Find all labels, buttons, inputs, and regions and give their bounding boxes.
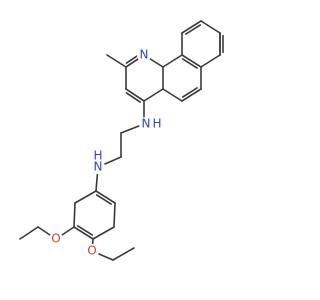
oxygen-label-a-background xyxy=(85,244,99,258)
amine-hydrogen-top-label-background xyxy=(152,119,162,129)
ring-nitrogen-label: N xyxy=(140,48,149,62)
bond-a22-a23 xyxy=(92,226,115,240)
bond-double-a1-a6 xyxy=(185,24,202,35)
bond-a12-a16 xyxy=(106,54,127,68)
amine-hydrogen-bottom-label-background xyxy=(93,151,103,161)
ring-nitrogen-label-background xyxy=(137,48,151,62)
bond-a14-a9 xyxy=(143,88,164,102)
bond-a25-a20 xyxy=(74,190,97,204)
bond-double-a2-a3 xyxy=(181,58,198,69)
bond-a10-a2 xyxy=(162,54,183,68)
bond-a2-a3 xyxy=(181,54,202,68)
amine-nitrogen-top-label-background xyxy=(139,117,153,131)
bond-a21-a22 xyxy=(113,202,116,228)
bond-a8-a9 xyxy=(162,88,183,102)
bond-a7-a8 xyxy=(181,88,202,102)
bond-a13-a14 xyxy=(125,88,145,102)
amine-nitrogen-bottom-label-background xyxy=(91,160,105,174)
bond-a3-a4 xyxy=(200,54,221,68)
bond-a1-a6 xyxy=(181,20,202,34)
amine-nitrogen-top-label: N xyxy=(142,117,151,131)
bond-double-a7-a8 xyxy=(181,87,198,98)
bond-double-a13-a14 xyxy=(125,92,141,103)
oxygen-label-b: O xyxy=(51,232,60,246)
bond-double-a20-a21 xyxy=(95,194,112,205)
bond-layer xyxy=(19,20,224,261)
bond-a30-a31 xyxy=(19,226,39,240)
oxygen-label-a: O xyxy=(87,244,96,258)
amine-nitrogen-bottom-label: N xyxy=(94,160,103,174)
bond-a5-a6 xyxy=(200,20,221,34)
bond-a24-a25 xyxy=(73,202,76,228)
oxygen-label-b-background xyxy=(49,232,63,246)
bond-a27-a28 xyxy=(112,247,135,261)
bond-a20-a21 xyxy=(95,190,116,204)
amine-hydrogen-bottom-label: H xyxy=(93,149,102,163)
amine-hydrogen-top-label: H xyxy=(152,117,161,131)
bond-a23-a24 xyxy=(73,226,94,240)
bond-double-a23-a24 xyxy=(77,225,94,236)
